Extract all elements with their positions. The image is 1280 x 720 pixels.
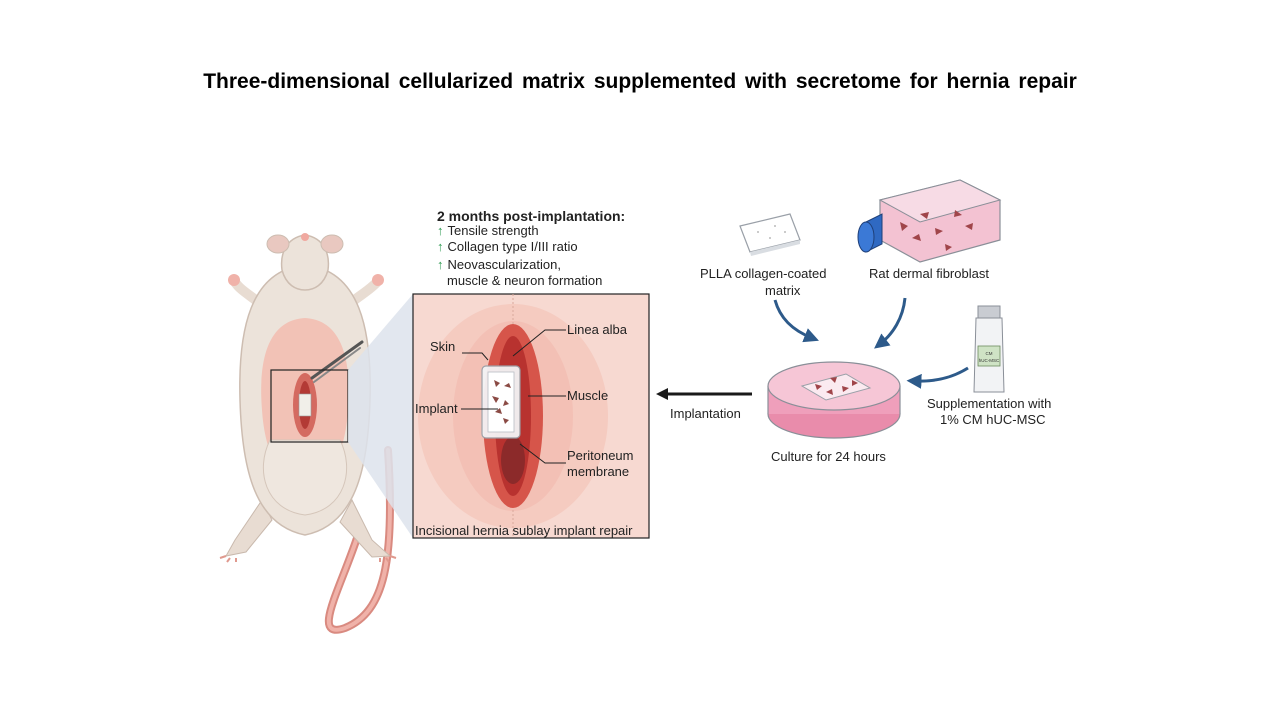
outcome-header: 2 months post-implantation: — [437, 208, 626, 224]
page-title: Three-dimensional cellularized matrix su… — [203, 70, 1077, 93]
plla-matrix-icon — [739, 213, 801, 256]
inset-panel — [412, 293, 650, 539]
label-muscle: Muscle — [567, 388, 609, 403]
outcome-text: Tensile strength — [447, 223, 539, 238]
outcome-item-2: ↑Collagen type I/III ratio — [437, 239, 578, 255]
label-membrane: membrane — [567, 464, 630, 479]
up-arrow-icon: ↑ — [437, 257, 444, 272]
petri-dish-icon — [767, 361, 901, 439]
up-arrow-icon: ↑ — [437, 223, 444, 238]
vial-label-line2: hUC-MSC — [979, 358, 1000, 363]
label-supplementation: Supplementation with — [927, 396, 1052, 411]
up-arrow-icon: ↑ — [437, 239, 444, 254]
label-plla-matrix: PLLA collagen-coated — [700, 266, 827, 281]
outcome-item-1: ↑Tensile strength — [437, 223, 539, 239]
outcome-item-3: ↑Neovascularization, — [437, 257, 561, 273]
label-skin: Skin — [430, 339, 456, 354]
arrow-vial-to-dish — [906, 366, 969, 389]
label-implant: Implant — [415, 401, 458, 416]
label-fibroblast: Rat dermal fibroblast — [869, 266, 989, 281]
label-linea-alba: Linea alba — [567, 322, 627, 337]
outcome-text: Collagen type I/III ratio — [447, 239, 578, 254]
label-culture: Culture for 24 hours — [771, 449, 886, 464]
label-implantation: Implantation — [670, 406, 741, 421]
label-peritoneum: Peritoneum — [567, 448, 634, 463]
secretome-vial-icon: CM hUC-MSC — [973, 305, 1005, 393]
label-supplementation-dose: 1% CM hUC-MSC — [940, 412, 1046, 427]
outcome-text: Neovascularization, — [447, 257, 561, 272]
inset-caption: Incisional hernia sublay implant repair — [415, 523, 633, 538]
outcome-item-3-continuation: muscle & neuron formation — [447, 273, 603, 288]
rat-hind-leg-right — [339, 498, 392, 558]
rat-illustration — [219, 233, 397, 634]
culture-flask-icon — [857, 179, 1002, 263]
label-plla-matrix-line2: matrix — [765, 283, 801, 298]
arrow-fibroblast-to-dish — [874, 297, 907, 349]
zoom-projection — [348, 294, 413, 538]
arrow-matrix-to-dish — [773, 299, 819, 343]
surgical-instrument — [310, 340, 364, 380]
vial-label-line1: CM — [986, 351, 993, 356]
rat-head — [280, 234, 330, 291]
